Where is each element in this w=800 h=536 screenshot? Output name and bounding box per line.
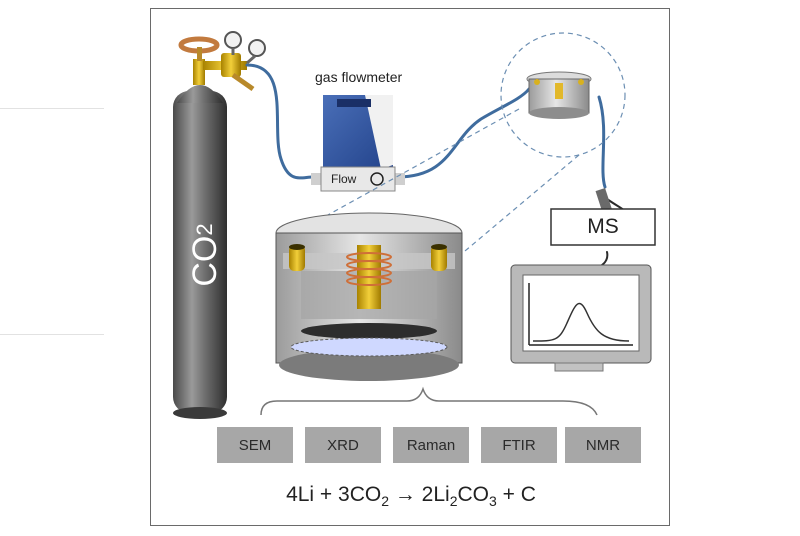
left-divider-top <box>0 108 104 109</box>
ms-label: MS <box>587 215 619 238</box>
left-divider-bottom <box>0 334 104 335</box>
spectrum-monitor <box>510 264 652 372</box>
ms-connector <box>595 188 613 214</box>
technique-raman: Raman <box>393 427 469 463</box>
technique-ftir: FTIR <box>481 427 557 463</box>
techniques-brace <box>260 386 598 416</box>
ms-box <box>550 208 656 246</box>
cell-small <box>526 71 592 119</box>
technique-sem: SEM <box>217 427 293 463</box>
co2-cylinder <box>173 36 227 419</box>
gas-flowmeter <box>311 95 405 192</box>
magnification-callout <box>298 32 626 252</box>
flowmeter-brand: Flow <box>331 172 357 186</box>
setup-illustration <box>173 31 656 419</box>
cell-large <box>275 212 463 381</box>
reaction-equation: 4Li + 3CO2 → 2Li2CO3 + C <box>286 483 536 509</box>
flowmeter-title: gas flowmeter <box>315 69 403 85</box>
gas-regulator <box>203 31 266 92</box>
technique-xrd: XRD <box>305 427 381 463</box>
technique-nmr: NMR <box>565 427 641 463</box>
